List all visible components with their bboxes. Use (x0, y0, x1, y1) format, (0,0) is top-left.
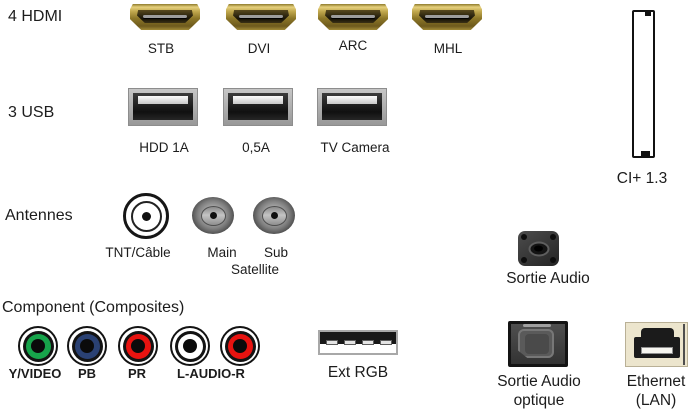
hdmi-port-dvi-icon (226, 4, 296, 30)
ci-slot-label: CI+ 1.3 (616, 170, 668, 187)
usb-port-label-05a: 0,5A (242, 140, 270, 155)
satellite-main-icon (192, 197, 234, 234)
rca-label-pr: PR (127, 366, 147, 381)
hdmi-port-mhl-icon (412, 4, 482, 30)
audio-out-jack-icon (518, 231, 559, 266)
satellite-shared-label: Satellite (230, 262, 280, 277)
usb-port-camera-icon (317, 88, 387, 126)
hdmi-port-label-stb: STB (147, 41, 175, 56)
satellite-main-label: Main (207, 245, 237, 260)
hdmi-port-stb-icon (130, 4, 200, 30)
usb-port-label-hdd: HDD 1A (139, 140, 189, 155)
rca-jack-audio-l-icon (170, 326, 210, 366)
rca-label-pb: PB (77, 366, 97, 381)
satellite-sub-label: Sub (263, 245, 289, 260)
optical-audio-out-icon (508, 321, 568, 367)
usb-port-05a-icon (223, 88, 293, 126)
rca-label-l-audio-r: L-AUDIO-R (177, 366, 245, 381)
rca-jack-y-video-icon (18, 326, 58, 366)
usb-port-hdd-icon (128, 88, 198, 126)
tnt-inner-ring (130, 200, 162, 232)
ext-rgb-port-icon (318, 330, 398, 355)
rca-jack-pb-icon (67, 326, 107, 366)
ethernet-label-line2: (LAN) (635, 392, 677, 409)
optical-audio-label-line1: Sortie Audio (497, 373, 581, 390)
antenna-tnt-cable-icon (123, 193, 169, 239)
antennas-section-label: Antennes (5, 207, 73, 224)
rca-label-y-video: Y/VIDEO (8, 366, 62, 381)
tnt-center-pin (141, 211, 151, 221)
ethernet-port-icon (625, 322, 688, 367)
ethernet-label-line1: Ethernet (626, 373, 686, 390)
antenna-tnt-label: TNT/Câble (105, 245, 171, 260)
optical-audio-label-line2: optique (513, 392, 565, 409)
ext-rgb-label: Ext RGB (327, 364, 389, 381)
hdmi-section-label: 4 HDMI (8, 8, 63, 25)
ci-slot-icon (632, 10, 655, 158)
hdmi-port-label-arc: ARC (338, 38, 368, 53)
hdmi-port-arc-icon (318, 4, 388, 30)
audio-out-label: Sortie Audio (506, 270, 590, 287)
usb-section-label: 3 USB (8, 104, 55, 121)
satellite-sub-icon (253, 197, 295, 234)
component-section-label: Component (Composites) (2, 299, 185, 316)
hdmi-port-label-dvi: DVI (247, 41, 271, 56)
rca-jack-audio-r-icon (220, 326, 260, 366)
rca-jack-pr-icon (118, 326, 158, 366)
usb-port-label-camera: TV Camera (320, 140, 390, 155)
hdmi-port-label-mhl: MHL (433, 41, 463, 56)
